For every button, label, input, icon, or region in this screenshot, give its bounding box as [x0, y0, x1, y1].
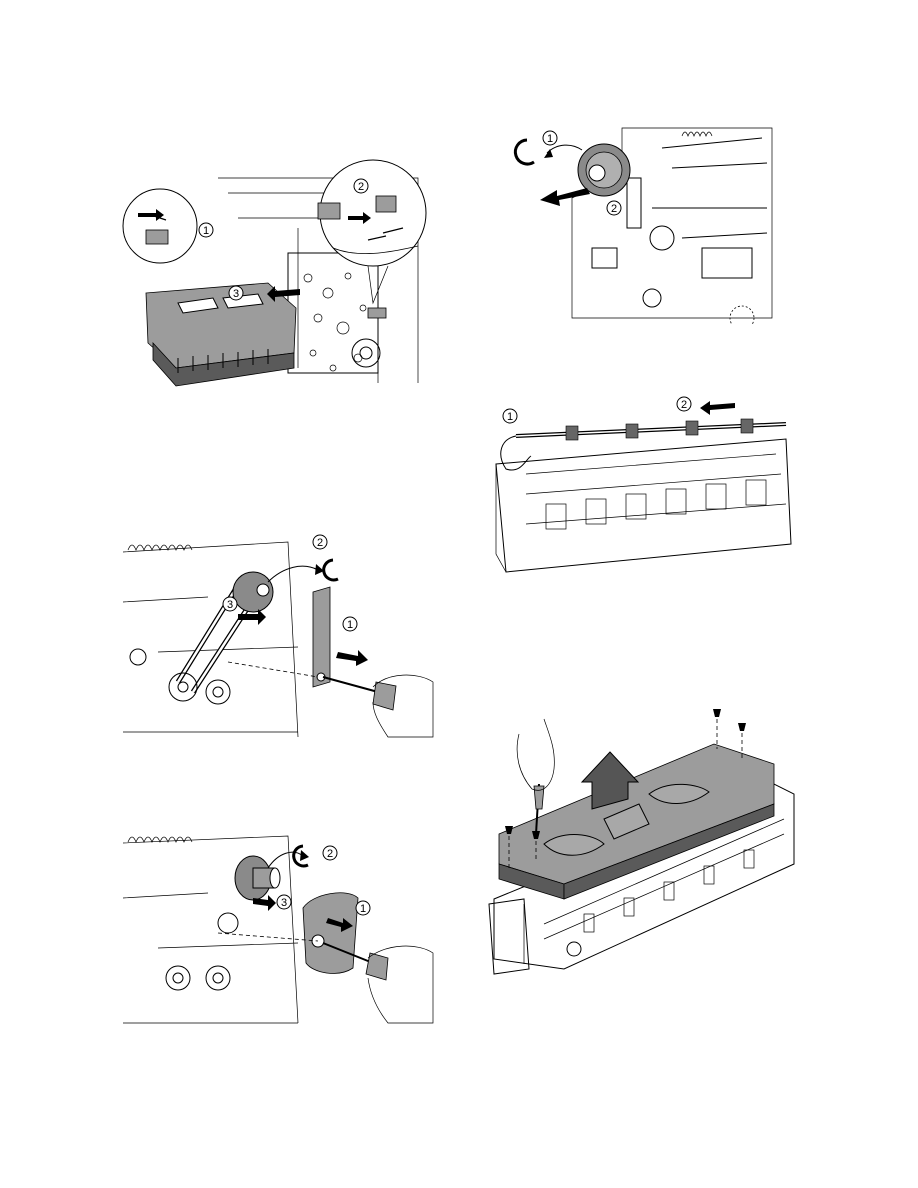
figure-1-fusing-unit-removal: 1 2 3 — [118, 158, 436, 398]
figure-2-gear-removal: 1 2 — [502, 118, 776, 324]
figure-3-illustration: 2 3 1 — [118, 532, 436, 740]
figure-3-step-2: 2 — [317, 537, 323, 549]
figure-5-step-2: 2 — [327, 848, 333, 860]
figure-3-belt-removal: 2 3 1 — [118, 532, 436, 740]
figure-1-step-1: 1 — [203, 225, 209, 237]
figure-6-illustration — [484, 704, 804, 980]
figure-2-illustration: 1 2 — [502, 118, 776, 324]
figure-5-plate-removal: 2 3 1 — [118, 828, 436, 1024]
figure-5-step-1: 1 — [360, 903, 366, 915]
figure-4-step-2: 2 — [681, 399, 687, 411]
figure-1-illustration: 1 2 3 — [118, 158, 436, 398]
figure-3-step-3: 3 — [227, 599, 233, 611]
figure-4-illustration: 1 2 — [486, 394, 802, 578]
figure-2-step-1: 1 — [547, 133, 553, 145]
figure-3-step-1: 1 — [347, 619, 353, 631]
figure-6-cover-removal — [484, 704, 804, 980]
figure-2-step-2: 2 — [611, 203, 617, 215]
figure-1-step-3: 3 — [233, 288, 239, 300]
figure-4-roller-removal: 1 2 — [486, 394, 802, 578]
figure-5-illustration: 2 3 1 — [118, 828, 436, 1024]
figure-1-step-2: 2 — [358, 181, 364, 193]
figure-5-step-3: 3 — [281, 897, 287, 909]
figure-4-step-1: 1 — [507, 411, 513, 423]
